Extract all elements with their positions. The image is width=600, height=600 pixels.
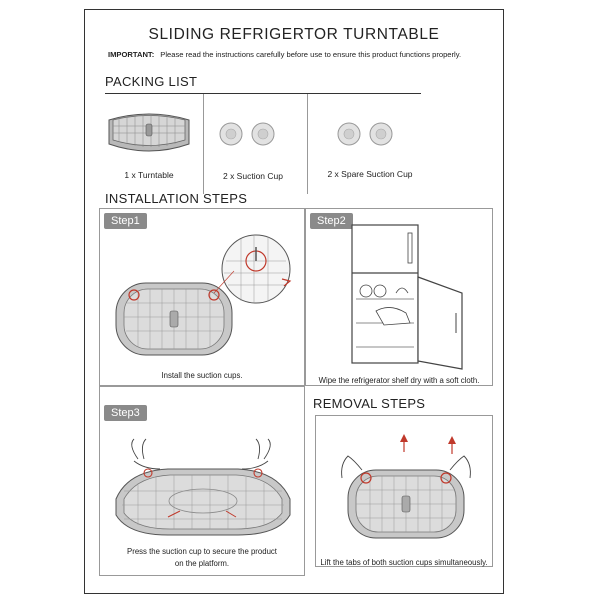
step3-caption-line1: Press the suction cup to secure the prod…	[127, 547, 277, 556]
step1-badge: Step1	[104, 213, 147, 229]
step2-caption: Wipe the refrigerator shelf dry with a s…	[318, 376, 480, 385]
turntable-image	[108, 113, 190, 152]
packing-item-turntable: 1 x Turntable	[124, 170, 174, 180]
installation-heading: INSTALLATION STEPS	[105, 191, 248, 206]
packing-list-heading: PACKING LIST	[105, 74, 198, 89]
packing-list-rule	[105, 93, 421, 94]
step2-panel: Step2 Wipe the refrigerator shelf dry wi…	[305, 208, 493, 386]
step3-illustration	[115, 438, 291, 536]
page-title: SLIDING REFRIGERTOR TURNTABLE	[148, 26, 440, 43]
important-label: IMPORTANT:	[108, 50, 155, 59]
step2-illustration	[351, 224, 463, 370]
important-text: Please read the instructions carefully b…	[160, 50, 462, 59]
step3-panel: Step3 Press the suction cup to secure th…	[99, 386, 305, 576]
spare-suction-cup-image	[337, 122, 393, 146]
step3-badge: Step3	[104, 405, 147, 421]
step1-illustration	[115, 234, 292, 356]
step3-caption-line2: on the platform.	[174, 559, 230, 568]
packing-divider-2	[307, 94, 308, 194]
packing-item-suction-cup: 2 x Suction Cup	[222, 171, 283, 181]
removal-panel: Lift the tabs of both suction cups simul…	[315, 415, 493, 567]
packing-item-spare-suction-cup: 2 x Spare Suction Cup	[327, 169, 413, 179]
step1-panel: Step1	[99, 208, 305, 386]
important-notice: IMPORTANT: Please read the instructions c…	[108, 50, 461, 59]
step2-badge: Step2	[310, 213, 353, 229]
removal-caption: Lift the tabs of both suction cups simul…	[320, 558, 488, 567]
suction-cup-image	[219, 122, 275, 146]
packing-divider-1	[203, 94, 204, 194]
step1-caption: Install the suction cups.	[161, 371, 243, 380]
removal-heading: REMOVAL STEPS	[313, 396, 426, 411]
instruction-sheet: SLIDING REFRIGERTOR TURNTABLE IMPORTANT:…	[84, 9, 504, 594]
removal-illustration	[341, 434, 471, 539]
